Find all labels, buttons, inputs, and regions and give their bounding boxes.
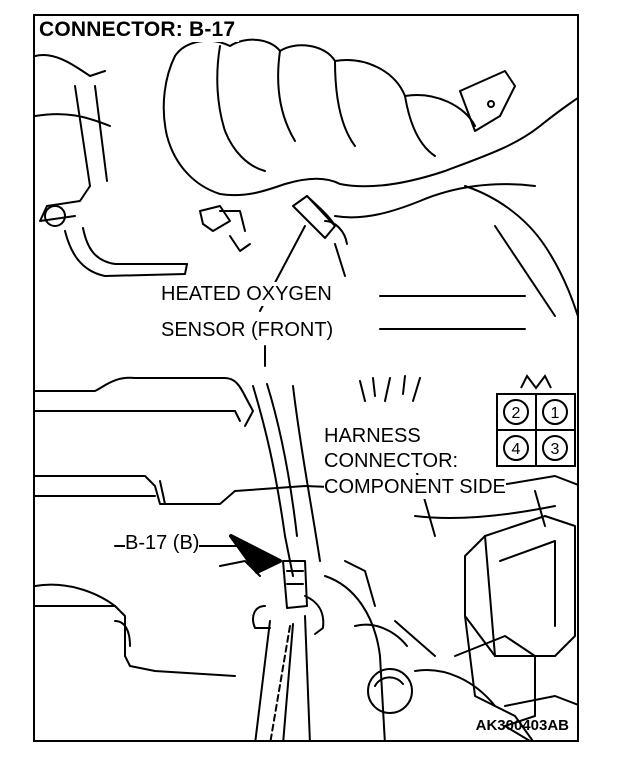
connector-pin: 3 — [551, 441, 560, 458]
engine-illustration: 2 1 4 3 — [35, 38, 577, 740]
harness-label-line1: HARNESS — [324, 424, 421, 448]
page-title: CONNECTOR: B-17 — [39, 18, 240, 42]
connector-reference-label: B-17 (B) — [125, 531, 200, 555]
pointer-arrow — [229, 534, 282, 574]
connector-pin: 2 — [512, 405, 521, 422]
sensor-label-line2: SENSOR (FRONT) — [161, 318, 334, 342]
connector-face: 2 1 4 3 — [496, 374, 576, 467]
harness-label-line2: CONNECTOR: — [324, 449, 459, 473]
harness-label-line3: COMPONENT SIDE — [324, 475, 506, 499]
connector-pin: 4 — [512, 441, 521, 458]
figure-code: AK300403AB — [475, 717, 569, 734]
diagram-frame: 2 1 4 3 CONNECTOR: B-17 HEATED OXYGEN SE… — [33, 14, 579, 742]
sensor-label-line1: HEATED OXYGEN — [161, 282, 332, 306]
connector-pin: 1 — [551, 405, 560, 422]
